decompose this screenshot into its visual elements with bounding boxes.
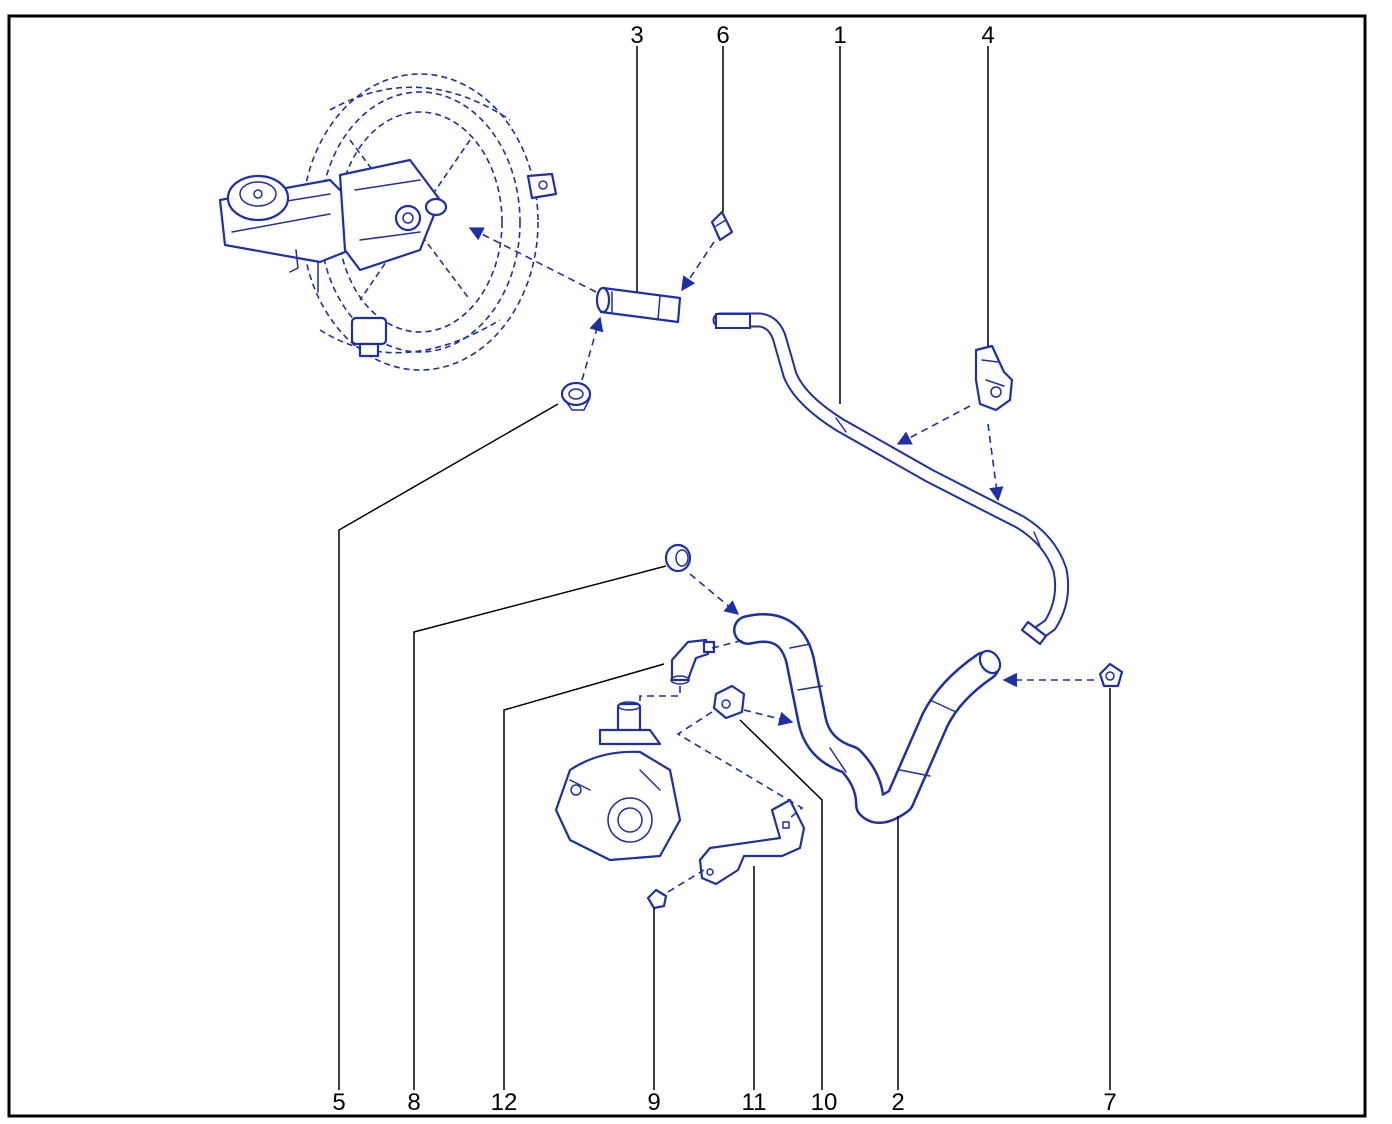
callout-10: 10 xyxy=(811,1089,838,1116)
part-7-clip xyxy=(1098,662,1124,688)
callout-12: 12 xyxy=(491,1089,518,1116)
part-6-cap xyxy=(710,210,734,242)
diagram-frame xyxy=(7,14,1367,1118)
part-5-clip xyxy=(560,381,592,411)
callout-5: 5 xyxy=(332,1089,345,1116)
part-4-pipe-holder xyxy=(974,344,1014,412)
part-1-vacuum-pipe xyxy=(712,312,1070,646)
callout-4: 4 xyxy=(981,22,994,49)
callout-9: 9 xyxy=(647,1089,660,1116)
part-12-elbow-connector xyxy=(670,638,716,685)
vacuum-pump-assembly xyxy=(554,701,682,862)
callout-8: 8 xyxy=(407,1089,420,1116)
callout-6: 6 xyxy=(716,22,729,49)
callout-3: 3 xyxy=(630,22,643,49)
callout-1: 1 xyxy=(833,22,846,49)
part-3-connector-tube xyxy=(595,286,682,324)
callout-2: 2 xyxy=(891,1089,904,1116)
part-10-clip xyxy=(712,684,746,720)
part-2-flexible-hose xyxy=(733,613,1002,824)
assembly-arrows xyxy=(468,227,1094,893)
callout-labels: 3 6 1 4 5 8 12 9 11 10 2 7 xyxy=(332,22,1116,1116)
part-11-bracket xyxy=(698,798,806,886)
leader-lines xyxy=(338,46,1111,1090)
callout-7: 7 xyxy=(1103,1089,1116,1116)
callout-11: 11 xyxy=(742,1089,767,1116)
brake-booster-assembly xyxy=(218,73,558,371)
part-9-bolt xyxy=(646,888,668,910)
part-8-hose-clip xyxy=(664,543,692,573)
